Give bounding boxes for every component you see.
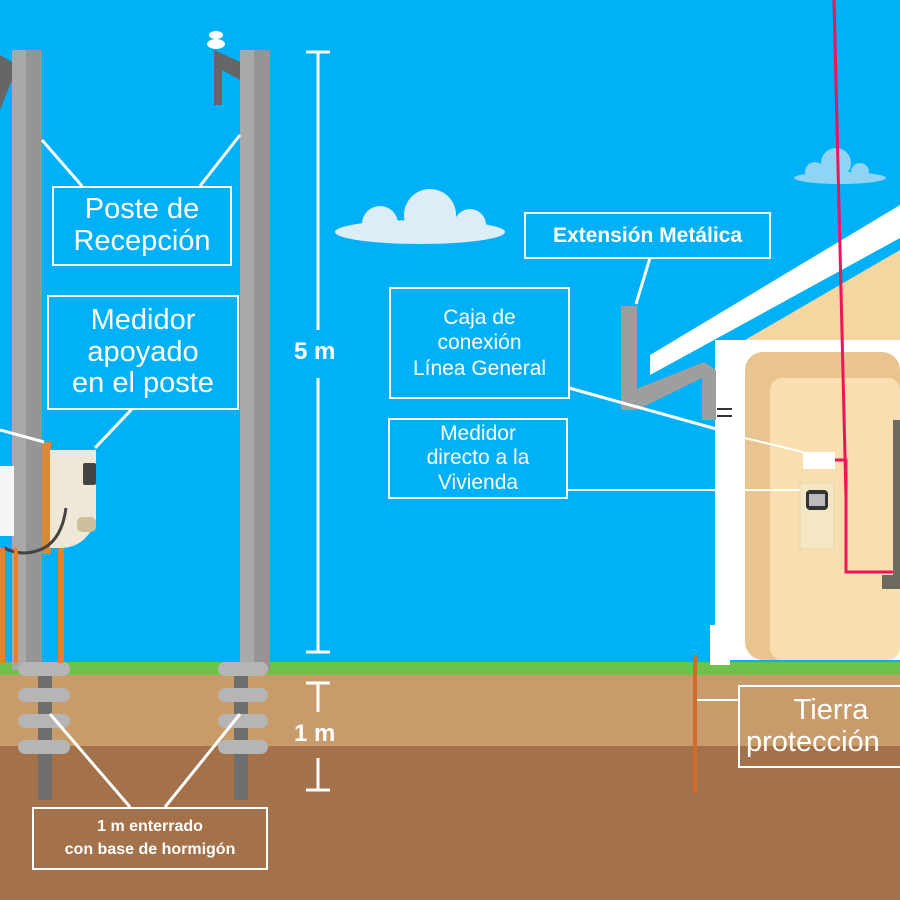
label-line: conexión [437, 331, 522, 355]
label-line: Medidor [90, 303, 196, 336]
dimension-1m [306, 681, 330, 792]
dimension-5m [306, 50, 330, 654]
ground-rod [693, 655, 697, 793]
label-line: Caja de [443, 306, 516, 330]
cloud-left [335, 189, 505, 244]
dimension-label-1m: 1 m [294, 720, 336, 747]
label-caja-conexion: Caja de conexión Línea General [389, 287, 570, 399]
metal-extension [621, 306, 716, 420]
label-poste-recepcion: Poste de Recepción [52, 186, 232, 266]
label-line: en el poste [72, 367, 214, 400]
label-line: Extensión Metálica [552, 223, 743, 247]
label-line: Medidor [440, 422, 516, 446]
label-medidor-poste: Medidor apoyado en el poste [47, 295, 239, 410]
pole-left [0, 50, 70, 800]
label-line: Poste de [84, 193, 200, 226]
label-line: 1 m enterrado [97, 818, 203, 836]
soil-deep [0, 745, 900, 900]
label-line: directo a la [426, 446, 530, 470]
label-line: apoyado [87, 335, 199, 368]
cloud-right [794, 148, 886, 184]
grass [0, 662, 900, 675]
leader-lines [0, 134, 804, 808]
label-line: protección [746, 725, 880, 758]
pole-right [207, 31, 270, 800]
label-line: con base de hormigón [64, 840, 236, 858]
pole-meter [0, 442, 96, 663]
label-line: Vivienda [437, 470, 519, 494]
dimension-label-5m: 5 m [294, 338, 336, 365]
label-line: Línea General [412, 356, 547, 380]
label-line: Tierra [793, 693, 869, 726]
label-enterrado: 1 m enterrado con base de hormigón [32, 807, 268, 870]
label-medidor-vivienda: Medidor directo a la Vivienda [388, 418, 568, 499]
label-extension-metalica: Extensión Metálica [524, 212, 771, 259]
label-tierra-proteccion: Tierra protección [738, 685, 900, 768]
house [650, 0, 900, 665]
label-line: Recepción [73, 225, 211, 257]
connection-box [803, 452, 835, 469]
